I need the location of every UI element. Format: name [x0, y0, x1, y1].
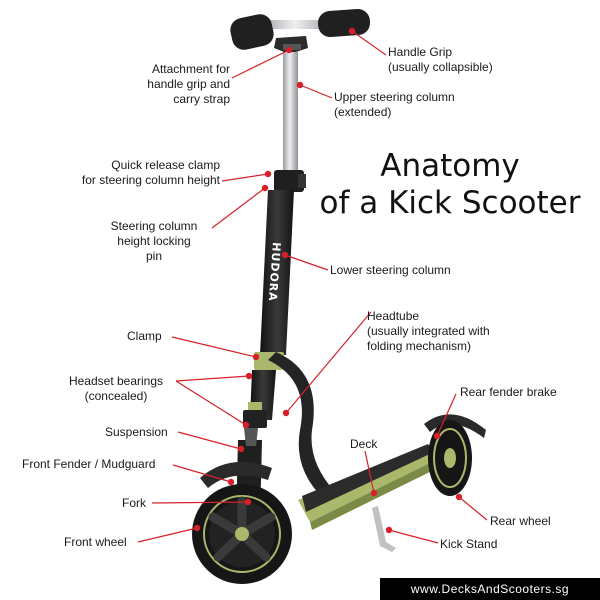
label-headtube: Headtube (usually integrated with foldin… — [367, 309, 490, 353]
svg-text:HUDORA: HUDORA — [266, 242, 283, 302]
headtube-shape — [268, 352, 335, 500]
label-front-fender: Front Fender / Mudguard — [22, 457, 156, 471]
label-locking-pin: Steering column height locking pin — [110, 219, 198, 263]
label-quick-release: Quick release clamp for steering column … — [81, 158, 220, 187]
kick-stand-shape — [372, 506, 396, 552]
diagram-title: Anatomy — [330, 146, 570, 186]
front-fender-shape — [200, 461, 272, 488]
leader-dots — [193, 27, 463, 534]
label-rear-wheel: Rear wheel — [490, 514, 551, 528]
label-attachment: Attachment for handle grip and carry str… — [147, 62, 230, 106]
lower-column-shape: HUDORA — [260, 190, 294, 355]
label-headset-bearings: Headset bearings (concealed) — [68, 374, 164, 403]
upper-column-shape — [283, 52, 298, 174]
label-kick-stand: Kick Stand — [440, 537, 498, 551]
label-front-wheel: Front wheel — [64, 535, 127, 549]
label-suspension: Suspension — [105, 425, 168, 439]
front-wheel-shape — [192, 484, 292, 584]
rear-wheel-shape — [428, 420, 472, 496]
label-rear-brake: Rear fender brake — [460, 385, 557, 399]
website-banner: www.DecksAndScooters.sg — [380, 578, 600, 600]
quick-release-shape — [274, 170, 306, 192]
label-clamp: Clamp — [127, 329, 162, 343]
diagram-subtitle: of a Kick Scooter — [310, 183, 590, 223]
handlebar — [230, 9, 371, 52]
label-deck: Deck — [350, 437, 378, 451]
title-line-2: of a Kick Scooter — [319, 185, 581, 221]
label-upper-column: Upper steering column (extended) — [334, 90, 455, 119]
leader-lines — [137, 30, 488, 544]
label-handle-grip: Handle Grip (usually collapsible) — [388, 45, 493, 74]
rear-brake-shape — [424, 414, 486, 438]
label-lower-column: Lower steering column — [330, 263, 451, 277]
title-line-1: Anatomy — [380, 148, 520, 184]
label-fork: Fork — [122, 496, 146, 510]
